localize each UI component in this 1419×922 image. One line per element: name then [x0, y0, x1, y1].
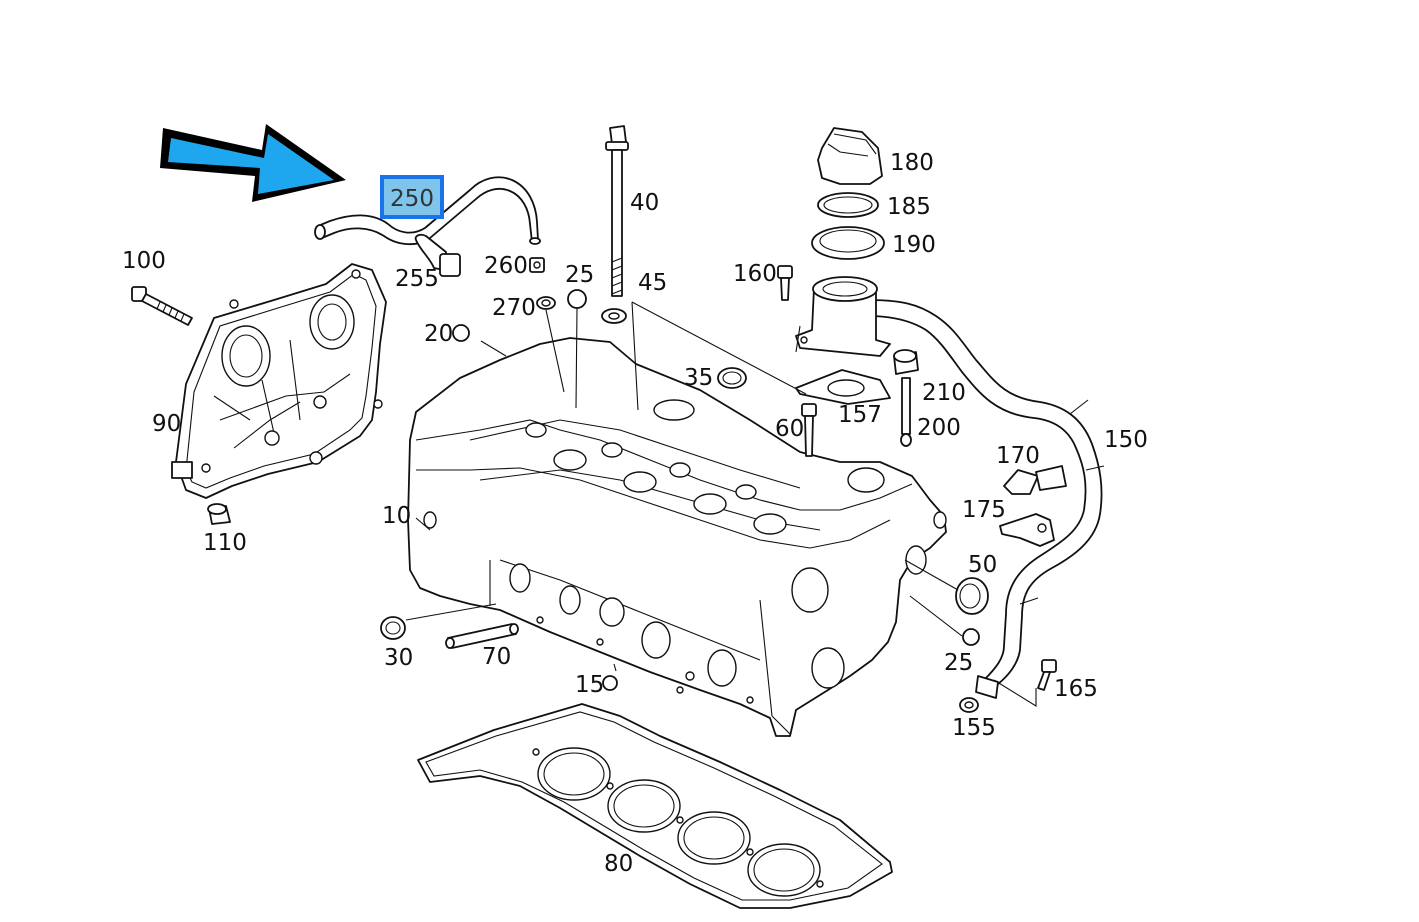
- pipe-end-fitting: [975, 675, 999, 699]
- part-270-o-ring[interactable]: [536, 296, 556, 310]
- part-190-ring[interactable]: [811, 226, 885, 260]
- part-200-sensor[interactable]: [900, 377, 912, 447]
- part-35-cap[interactable]: [717, 367, 747, 389]
- label-15: 15: [575, 672, 604, 698]
- label-270: 270: [492, 295, 536, 321]
- part-100-bolt[interactable]: [131, 286, 193, 326]
- label-35: 35: [684, 365, 713, 391]
- label-255: 255: [395, 266, 439, 292]
- label-20: 20: [424, 321, 453, 347]
- leader-lines: [405, 301, 1037, 707]
- part-20-plug[interactable]: [452, 324, 470, 342]
- label-250: 250: [390, 186, 434, 212]
- part-185-seal[interactable]: [817, 192, 879, 218]
- label-200: 200: [917, 415, 961, 441]
- part-oil-filler-neck[interactable]: [795, 276, 891, 357]
- part-60-bolt[interactable]: [801, 403, 817, 457]
- part-165-bolt[interactable]: [1037, 659, 1057, 691]
- part-30-plug[interactable]: [380, 616, 406, 640]
- label-100: 100: [122, 248, 166, 274]
- label-70: 70: [482, 644, 511, 670]
- part-25-plug-top[interactable]: [567, 289, 587, 309]
- part-40-bolt[interactable]: [605, 125, 629, 297]
- label-180: 180: [890, 150, 934, 176]
- label-60: 60: [775, 416, 804, 442]
- highlight-box-250[interactable]: 250: [380, 175, 444, 219]
- label-210: 210: [922, 380, 966, 406]
- label-25-right: 25: [944, 650, 973, 676]
- part-250-breather-hose[interactable]: [314, 176, 541, 246]
- part-10-cylinder-head[interactable]: [407, 337, 947, 737]
- label-110: 110: [203, 530, 247, 556]
- label-45: 45: [638, 270, 667, 296]
- part-50-cap[interactable]: [955, 577, 989, 615]
- pointer-arrow: [160, 124, 346, 202]
- part-210-sensor-head[interactable]: [893, 349, 919, 375]
- label-80: 80: [604, 851, 633, 877]
- label-25-top: 25: [565, 262, 594, 288]
- label-155: 155: [952, 715, 996, 741]
- label-30: 30: [384, 645, 413, 671]
- part-180-oil-filler-cap[interactable]: [817, 127, 883, 185]
- part-160-screw[interactable]: [777, 265, 793, 301]
- label-185: 185: [887, 194, 931, 220]
- part-255-clip[interactable]: [414, 233, 461, 277]
- label-170: 170: [996, 443, 1040, 469]
- part-157-gasket[interactable]: [795, 369, 891, 405]
- part-260-fitting[interactable]: [529, 257, 545, 273]
- part-175-bracket[interactable]: [999, 513, 1055, 547]
- part-110-plug[interactable]: [207, 503, 231, 525]
- label-165: 165: [1054, 676, 1098, 702]
- label-157: 157: [838, 402, 882, 428]
- label-50: 50: [968, 552, 997, 578]
- label-175: 175: [962, 497, 1006, 523]
- part-25-plug-right[interactable]: [962, 628, 980, 646]
- label-160: 160: [733, 261, 777, 287]
- label-190: 190: [892, 232, 936, 258]
- part-70-dowel[interactable]: [445, 623, 519, 649]
- label-150: 150: [1104, 427, 1148, 453]
- label-10: 10: [382, 503, 411, 529]
- part-80-head-gasket[interactable]: [417, 703, 893, 909]
- part-45-washer[interactable]: [601, 308, 627, 324]
- part-170-clip[interactable]: [1003, 465, 1067, 495]
- part-15-plug[interactable]: [602, 675, 618, 691]
- part-155-o-ring[interactable]: [959, 697, 979, 713]
- label-260: 260: [484, 253, 528, 279]
- part-labels: 100 255 260 25 270 20 40 45 35 180 185 1…: [122, 150, 1148, 877]
- part-90-timing-cover[interactable]: [171, 263, 387, 499]
- label-40: 40: [630, 190, 659, 216]
- label-90: 90: [152, 411, 181, 437]
